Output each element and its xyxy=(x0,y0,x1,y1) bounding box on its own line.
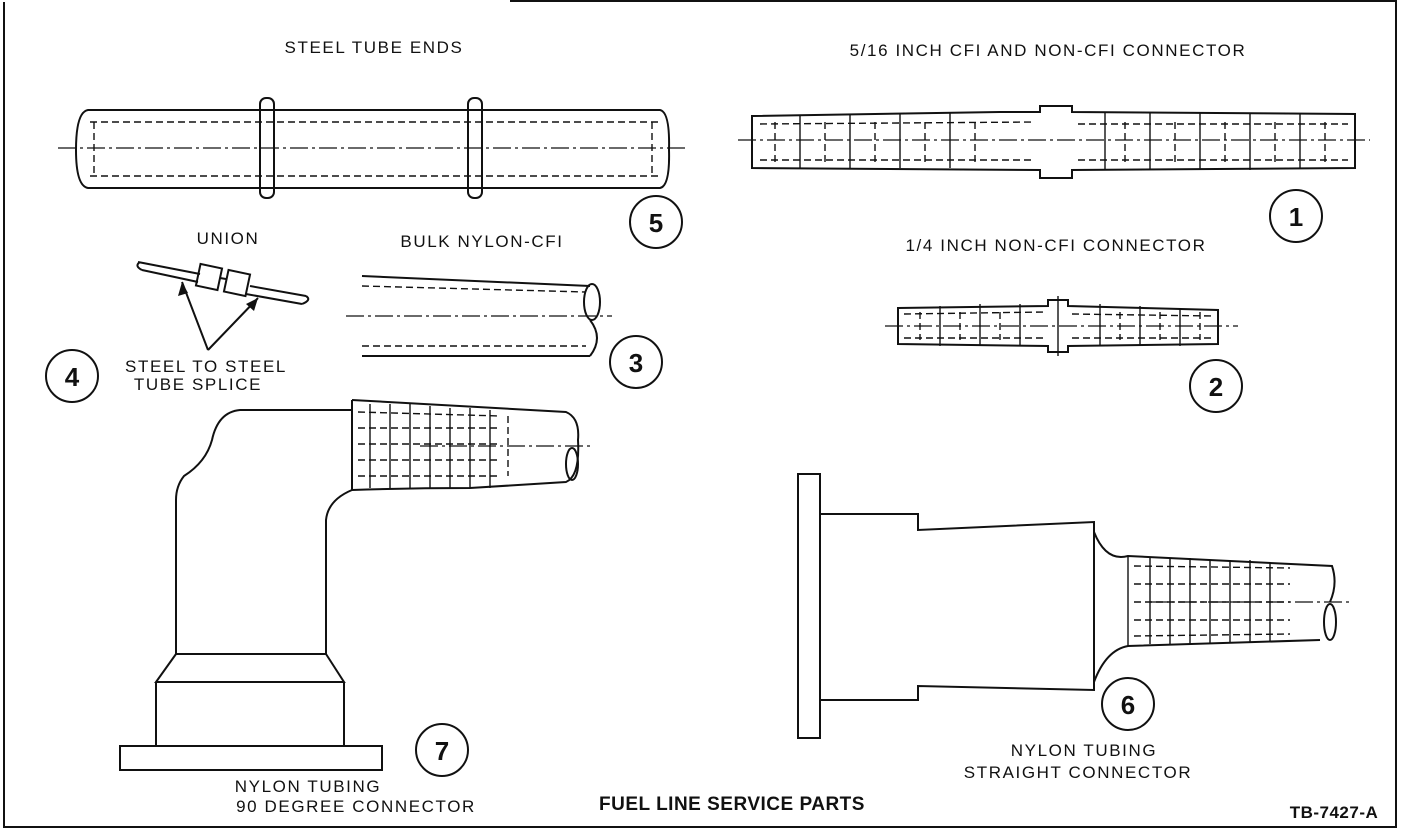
callout-2: 2 xyxy=(1189,359,1243,413)
callout-5-number: 5 xyxy=(649,208,663,238)
label-splice-line1: STEEL TO STEEL xyxy=(125,357,287,376)
diagram-frame xyxy=(3,0,1397,828)
bulk-nylon-tube-drawing xyxy=(346,275,612,357)
callout-3: 3 xyxy=(609,335,663,389)
nylon-straight-connector-drawing xyxy=(797,473,1352,739)
label-nylon-90-line2: 90 DEGREE CONNECTOR xyxy=(236,797,476,816)
label-connector-516: 5/16 INCH CFI AND NON-CFI CONNECTOR xyxy=(850,41,1247,60)
diagram-title: FUEL LINE SERVICE PARTS xyxy=(599,794,865,815)
connector-516-drawing xyxy=(738,105,1370,179)
callout-2-number: 2 xyxy=(1209,372,1223,402)
callout-6: 6 xyxy=(1101,677,1155,731)
steel-tube-ends-drawing xyxy=(58,97,686,199)
callout-5: 5 xyxy=(629,195,683,249)
figure-id: TB-7427-A xyxy=(1290,803,1379,822)
callout-1-number: 1 xyxy=(1289,202,1303,232)
callout-7: 7 xyxy=(415,723,469,777)
label-nylon-straight-line1: NYLON TUBING xyxy=(1011,741,1157,760)
callout-1: 1 xyxy=(1269,189,1323,243)
label-connector-14: 1/4 INCH NON-CFI CONNECTOR xyxy=(905,236,1206,255)
label-union: UNION xyxy=(197,229,260,248)
callout-4: 4 xyxy=(45,349,99,403)
callout-3-number: 3 xyxy=(629,348,643,378)
callout-7-number: 7 xyxy=(435,736,449,766)
label-splice-line2: TUBE SPLICE xyxy=(134,375,262,394)
connector-14-drawing xyxy=(885,296,1238,356)
label-steel-tube-ends: STEEL TUBE ENDS xyxy=(285,38,464,57)
callout-6-number: 6 xyxy=(1121,690,1135,720)
union-splice-drawing xyxy=(136,261,310,351)
callout-4-number: 4 xyxy=(65,362,80,392)
label-nylon-90-line1: NYLON TUBING xyxy=(235,777,381,796)
label-nylon-straight-line2: STRAIGHT CONNECTOR xyxy=(964,763,1192,782)
label-bulk-nylon: BULK NYLON-CFI xyxy=(400,232,563,251)
nylon-90-connector-drawing xyxy=(119,399,590,771)
